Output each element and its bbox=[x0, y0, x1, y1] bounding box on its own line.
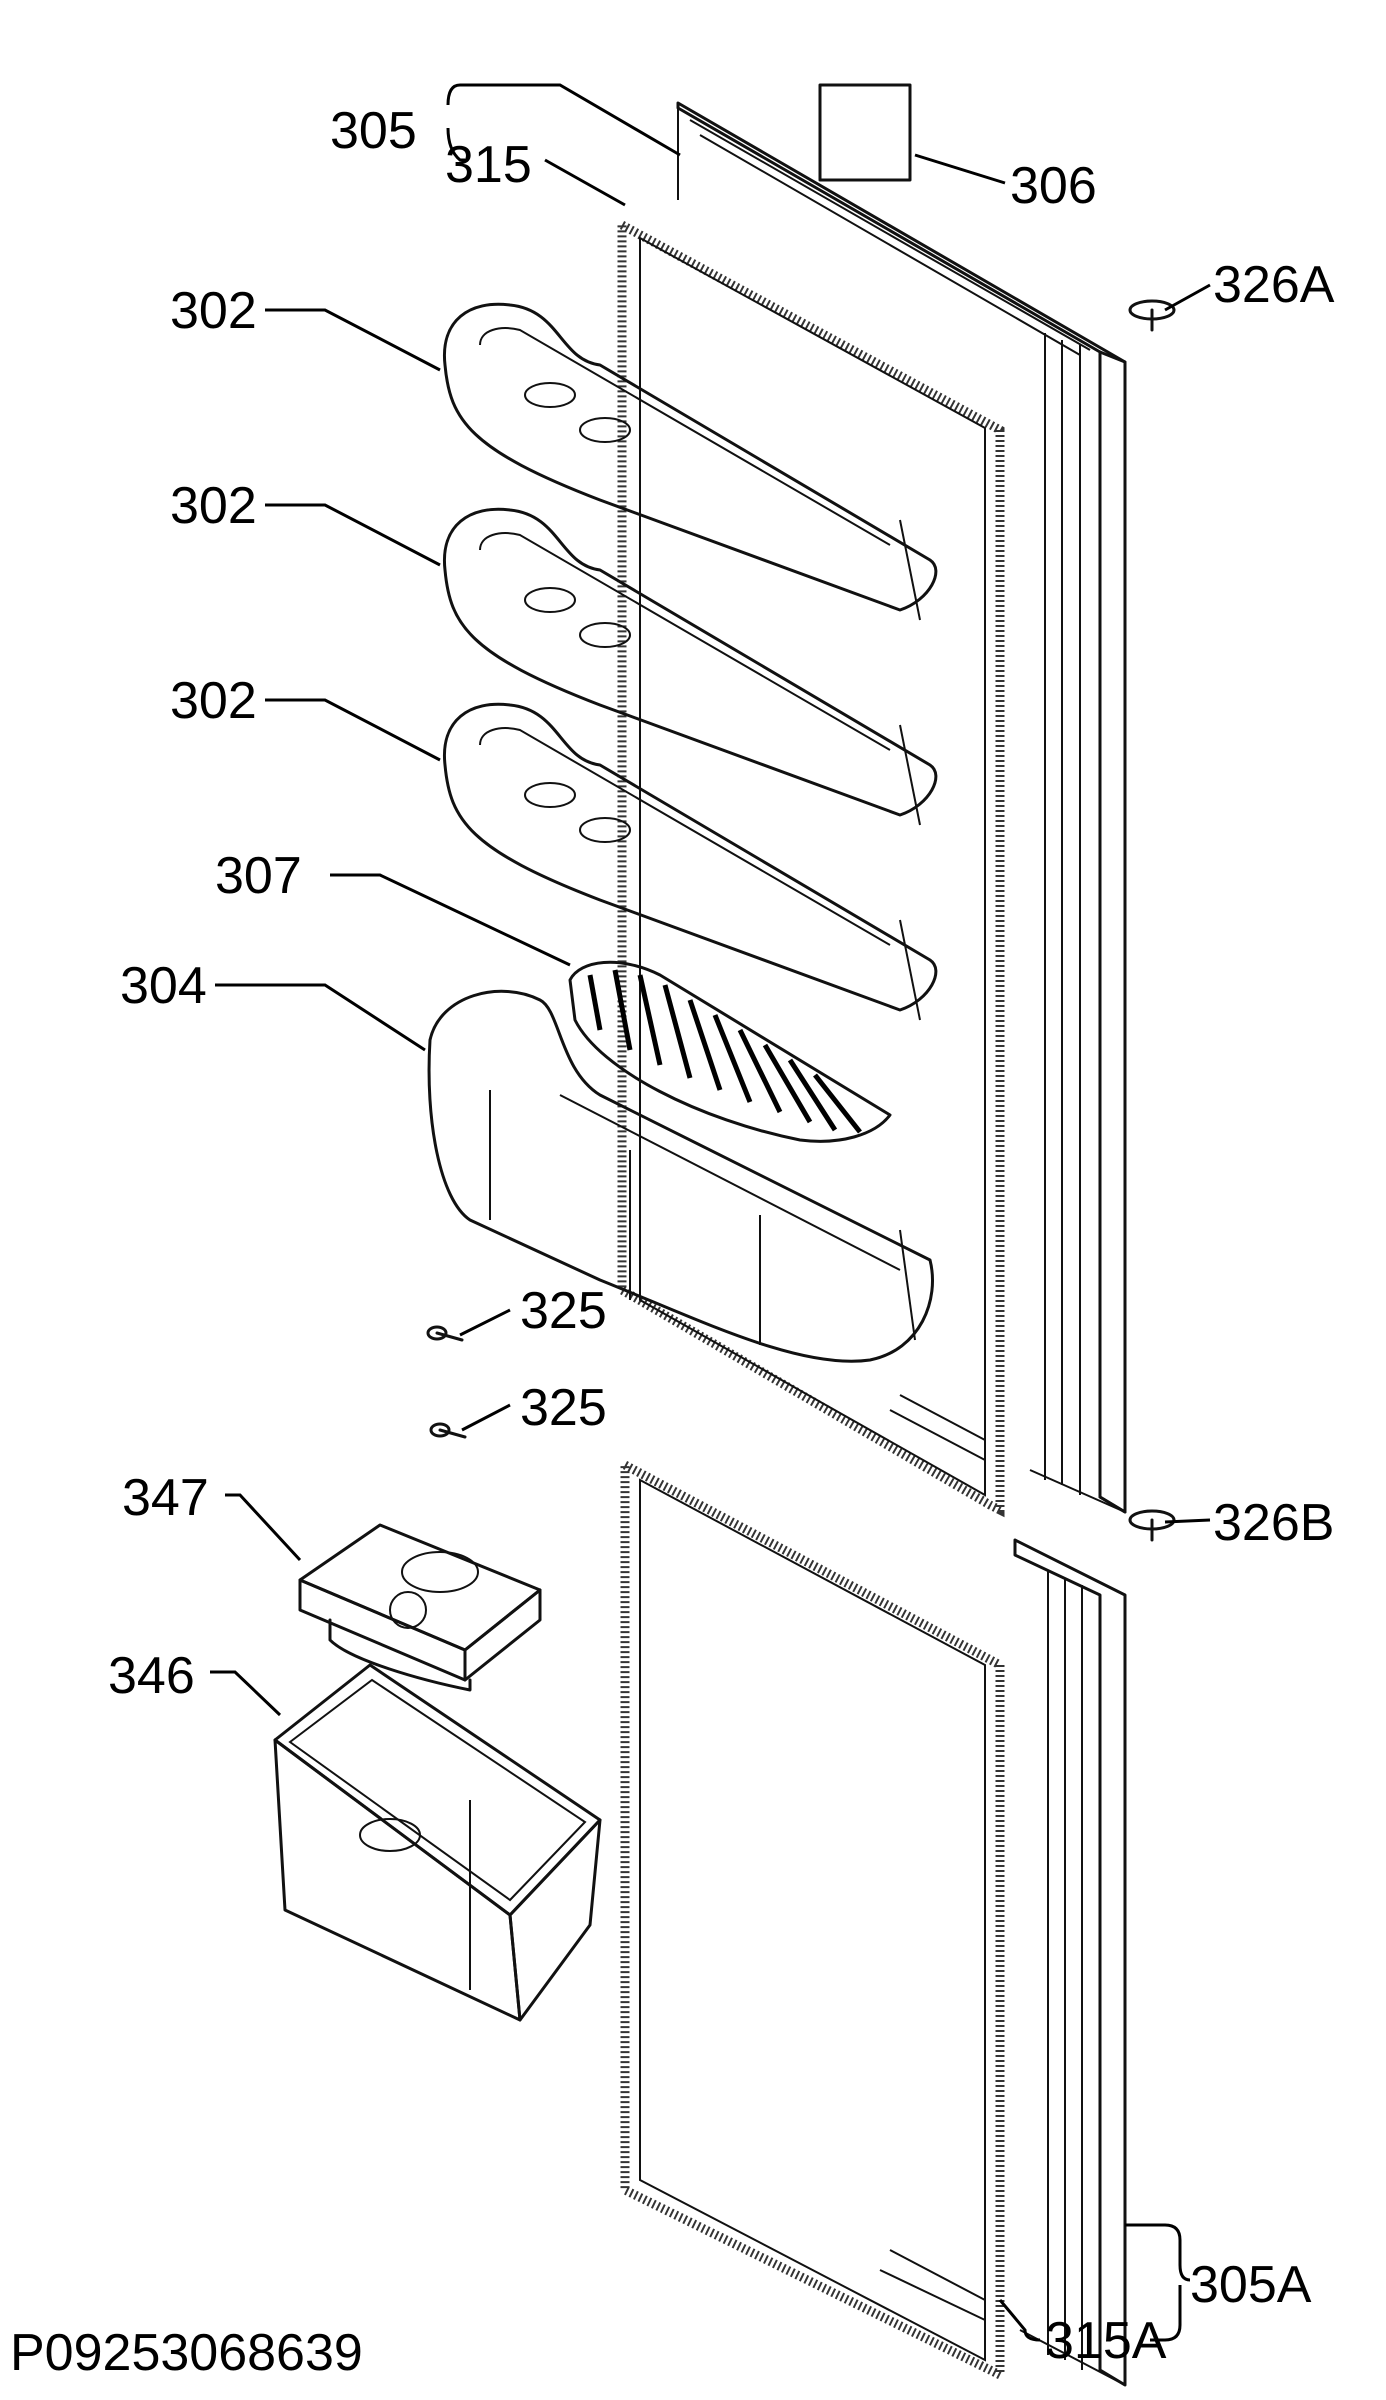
label-325-1: 325 bbox=[520, 1282, 607, 1340]
label-347: 347 bbox=[122, 1469, 209, 1527]
bottle-insert-307 bbox=[568, 960, 892, 1143]
label-315: 315 bbox=[445, 136, 532, 194]
butter-lid-347 bbox=[298, 1523, 542, 1692]
drawing-code: P09253068639 bbox=[10, 2324, 363, 2382]
label-302-2: 302 bbox=[170, 477, 257, 535]
label-307: 307 bbox=[215, 847, 302, 905]
label-346: 346 bbox=[108, 1647, 195, 1705]
label-305: 305 bbox=[330, 102, 417, 160]
dairy-box-346 bbox=[273, 1663, 602, 2022]
label-326b: 326B bbox=[1213, 1494, 1334, 1552]
hinge-pin-326a bbox=[1128, 299, 1176, 332]
screw-325-1 bbox=[426, 1325, 464, 1342]
hinge-pin-326b bbox=[1128, 1509, 1176, 1542]
lower-gasket-315a bbox=[620, 1457, 1005, 2383]
badge-306 bbox=[818, 83, 912, 182]
screw-325-2 bbox=[429, 1422, 467, 1439]
upper-door-305 bbox=[676, 101, 1127, 1514]
door-shelf-302-1 bbox=[442, 302, 938, 621]
label-304: 304 bbox=[120, 957, 207, 1015]
leader-lines bbox=[210, 83, 1211, 2342]
label-305a: 305A bbox=[1190, 2256, 1312, 2314]
label-302-3: 302 bbox=[170, 672, 257, 730]
label-326a: 326A bbox=[1213, 256, 1335, 314]
bottle-shelf-304 bbox=[427, 989, 934, 1363]
door-shelf-302-3 bbox=[442, 702, 938, 1021]
door-shelf-302-2 bbox=[442, 507, 938, 826]
label-315a: 315A bbox=[1045, 2312, 1167, 2370]
lower-door-305a bbox=[1013, 1538, 1127, 2387]
upper-gasket-315 bbox=[617, 217, 1005, 1518]
label-306: 306 bbox=[1010, 157, 1097, 215]
label-302-1: 302 bbox=[170, 282, 257, 340]
label-325-2: 325 bbox=[520, 1379, 607, 1437]
